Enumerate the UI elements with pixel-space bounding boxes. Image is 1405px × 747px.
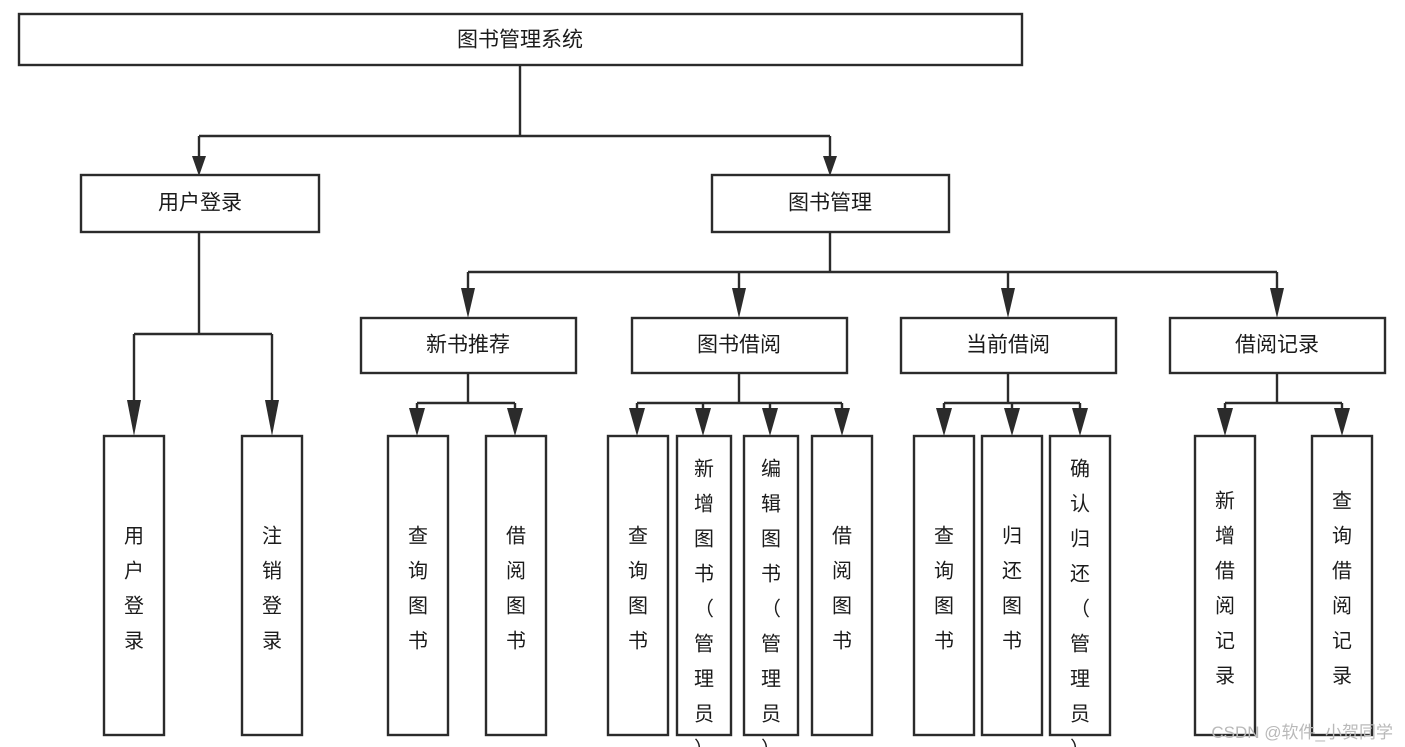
node-borrow-record-box[interactable] bbox=[1168, 316, 1387, 375]
node-new-book-recommend-label: 新书推荐 bbox=[426, 334, 510, 357]
node-leaf-return-book-box[interactable] bbox=[980, 434, 1044, 737]
node-book-borrow-label: 图书借阅 bbox=[697, 334, 781, 357]
node-book-manage-label: 图书管理 bbox=[788, 192, 872, 215]
node-leaf-logout-login-box[interactable] bbox=[240, 434, 304, 737]
node-leaf-logout-login[interactable]: 注销登录 bbox=[240, 434, 304, 737]
arrowhead-user-login bbox=[192, 156, 206, 176]
node-current-borrow-label: 当前借阅 bbox=[966, 334, 1050, 357]
arrowhead-book-borrow bbox=[732, 288, 746, 318]
arrowhead-leaf-confirm-return bbox=[1072, 408, 1088, 436]
node-book-manage[interactable]: 图书管理 bbox=[710, 173, 951, 234]
node-leaf-return-book-label: 归还图书 bbox=[1002, 524, 1022, 652]
node-leaf-borrow-book-2[interactable]: 借阅图书 bbox=[810, 434, 874, 737]
node-leaf-edit-book-label: 编辑图书（管理员） bbox=[761, 457, 781, 747]
node-leaf-query-book-3-box[interactable] bbox=[912, 434, 976, 737]
node-leaf-add-record-label: 新增借阅记录 bbox=[1215, 489, 1235, 687]
arrowhead-leaf-query-book-3 bbox=[936, 408, 952, 436]
node-leaf-query-book-2-box[interactable] bbox=[606, 434, 670, 737]
node-book-manage-box[interactable] bbox=[710, 173, 951, 234]
node-current-borrow[interactable]: 当前借阅 bbox=[899, 316, 1118, 375]
node-leaf-query-record[interactable]: 查询借阅记录 bbox=[1310, 434, 1374, 737]
node-leaf-query-book-1-label: 查询图书 bbox=[408, 524, 428, 652]
node-leaf-borrow-book-1-box[interactable] bbox=[484, 434, 548, 737]
node-leaf-edit-book[interactable]: 编辑图书（管理员） bbox=[742, 434, 800, 747]
node-root-box[interactable] bbox=[17, 12, 1024, 67]
node-leaf-user-login-label: 用户登录 bbox=[124, 525, 144, 652]
node-leaf-query-record-box[interactable] bbox=[1310, 434, 1374, 737]
node-leaf-logout-login-label: 注销登录 bbox=[262, 524, 282, 652]
node-leaf-query-book-1-box[interactable] bbox=[386, 434, 450, 737]
node-borrow-record[interactable]: 借阅记录 bbox=[1168, 316, 1387, 375]
node-leaf-confirm-return[interactable]: 确认归还（管理员） bbox=[1048, 434, 1112, 747]
node-leaf-query-book-3[interactable]: 查询图书 bbox=[912, 434, 976, 737]
node-leaf-add-book-box[interactable] bbox=[675, 434, 733, 737]
node-leaf-borrow-book-2-box[interactable] bbox=[810, 434, 874, 737]
node-leaf-query-book-3-label: 查询图书 bbox=[934, 524, 954, 652]
arrowhead-leaf-borrow-book-1 bbox=[507, 408, 523, 436]
node-user-login-box[interactable] bbox=[79, 173, 321, 234]
arrowhead-borrow-record bbox=[1270, 288, 1284, 318]
node-leaf-borrow-book-1[interactable]: 借阅图书 bbox=[484, 434, 548, 737]
node-leaf-user-login-box[interactable] bbox=[102, 434, 166, 737]
node-leaf-query-book-2[interactable]: 查询图书 bbox=[606, 434, 670, 737]
node-new-book-recommend-box[interactable] bbox=[359, 316, 578, 375]
node-book-borrow-box[interactable] bbox=[630, 316, 849, 375]
csdn-watermark: CSDN @软件_小贺同学 bbox=[1211, 723, 1393, 742]
arrowhead-new-book-recommend bbox=[461, 288, 475, 318]
node-leaf-confirm-return-box[interactable] bbox=[1048, 434, 1112, 737]
arrowhead-leaf-query-book-1 bbox=[409, 408, 425, 436]
node-leaf-add-book-label: 新增图书（管理员） bbox=[694, 457, 714, 747]
node-root[interactable]: 图书管理系统 bbox=[17, 12, 1024, 67]
node-leaf-edit-book-box[interactable] bbox=[742, 434, 800, 737]
arrowhead-leaf-add-book bbox=[695, 408, 711, 436]
node-root-label: 图书管理系统 bbox=[457, 29, 583, 52]
arrowhead-leaf-query-record bbox=[1334, 408, 1350, 436]
node-user-login[interactable]: 用户登录 bbox=[79, 173, 321, 234]
arrowhead-book-manage bbox=[823, 156, 837, 176]
node-leaf-borrow-book-2-label: 借阅图书 bbox=[832, 524, 852, 652]
node-leaf-user-login[interactable]: 用户登录 bbox=[102, 434, 166, 737]
arrowhead-leaf-logout-login bbox=[265, 400, 279, 436]
arrowhead-leaf-edit-book bbox=[762, 408, 778, 436]
node-leaf-query-book-2-label: 查询图书 bbox=[628, 524, 648, 652]
node-current-borrow-box[interactable] bbox=[899, 316, 1118, 375]
arrowhead-leaf-borrow-book-2 bbox=[834, 408, 850, 436]
connector-layer bbox=[127, 66, 1350, 436]
node-leaf-query-book-1[interactable]: 查询图书 bbox=[386, 434, 450, 737]
node-leaf-return-book[interactable]: 归还图书 bbox=[980, 434, 1044, 737]
node-leaf-add-book[interactable]: 新增图书（管理员） bbox=[675, 434, 733, 747]
node-leaf-borrow-book-1-label: 借阅图书 bbox=[506, 524, 526, 652]
arrowhead-leaf-query-book-2 bbox=[629, 408, 645, 436]
node-user-login-label: 用户登录 bbox=[158, 192, 242, 215]
node-leaf-confirm-return-label: 确认归还（管理员） bbox=[1070, 457, 1090, 747]
arrowhead-leaf-add-record bbox=[1217, 408, 1233, 436]
node-new-book-recommend[interactable]: 新书推荐 bbox=[359, 316, 578, 375]
arrowhead-leaf-return-book bbox=[1004, 408, 1020, 436]
node-leaf-add-record-box[interactable] bbox=[1193, 434, 1257, 737]
arrowhead-current-borrow bbox=[1001, 288, 1015, 318]
node-book-borrow[interactable]: 图书借阅 bbox=[630, 316, 849, 375]
node-leaf-query-record-label: 查询借阅记录 bbox=[1332, 489, 1352, 687]
node-borrow-record-label: 借阅记录 bbox=[1235, 334, 1319, 357]
node-leaf-add-record[interactable]: 新增借阅记录 bbox=[1193, 434, 1257, 737]
arrowhead-leaf-user-login bbox=[127, 400, 141, 436]
leaf-layer: 用户登录 注销登录 查询图书 借阅图书 查询图书 新增图书（管理员） bbox=[102, 434, 1374, 747]
